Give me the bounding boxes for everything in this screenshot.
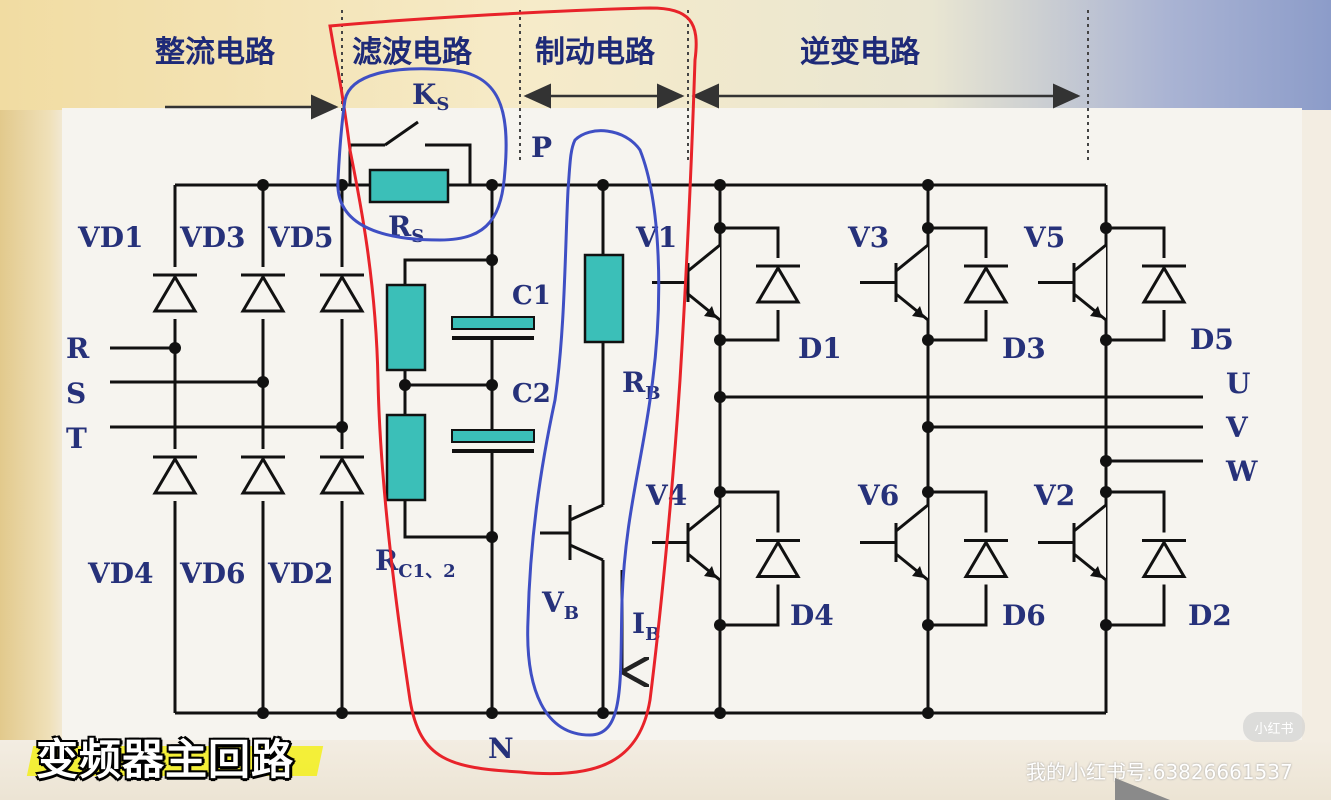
app-logo: 小红书 [1243, 712, 1305, 742]
label-vd5: VD5 [267, 221, 334, 254]
inv-diode-top-1-dot-bottom [922, 334, 934, 346]
igbt-bottom-2-arrow [1090, 566, 1102, 578]
inv-diode-top-2-triangle [1141, 265, 1187, 304]
annotation-red-outline [328, 6, 698, 776]
label-vd3: VD3 [179, 221, 246, 254]
junction-dots [169, 179, 1112, 719]
label-d2: D2 [1188, 599, 1232, 632]
igbt-top-0-collector [687, 243, 721, 273]
label-phase-v: V [1225, 411, 1249, 444]
inv-diode-bottom-1-triangle [963, 539, 1009, 578]
igbt-bottom-0-collector [687, 503, 721, 533]
igbt-bottom-1-collector [895, 503, 929, 533]
inv-diode-top-2-dot-top [1100, 222, 1112, 234]
resistor-rb [583, 253, 625, 344]
label-phase-t: T [66, 422, 87, 455]
inv-diode-bottom-2-dot-bottom [1100, 619, 1112, 631]
igbt-top-1-arrow [912, 306, 924, 318]
igbt-top-1-collector [895, 243, 929, 273]
inv-diode-bottom-1-dot-bottom [922, 619, 934, 631]
inv-diode-bottom-0-triangle [755, 539, 801, 578]
label-v2: V2 [1033, 479, 1075, 512]
inv-diode-bottom-2-triangle [1141, 539, 1187, 578]
rect-diode-bottom-0-triangle [152, 456, 198, 495]
annotation-blue-circle-bypass [336, 67, 508, 242]
label-c2: C2 [512, 379, 551, 409]
label-rc: RC1、2 [375, 544, 456, 582]
label-phase-s: S [66, 377, 86, 410]
label-v4: V4 [645, 479, 687, 512]
inv-diode-bottom-1-dot-top [922, 486, 934, 498]
section-title-inverter: 逆变电路 [800, 35, 921, 70]
inv-diode-top-1-triangle [963, 265, 1009, 304]
inv-diode-bottom-0-dot-bottom [714, 619, 726, 631]
inv-diode-top-0-dot-top [714, 222, 726, 234]
label-vd1: VD1 [77, 221, 144, 254]
annotation-blue-outline-brake [526, 129, 661, 737]
label-v3: V3 [847, 221, 889, 254]
section-arrows [165, 83, 1081, 120]
igbt-top-0-arrow [704, 306, 716, 318]
capacitor-c1-plate-bottom [452, 336, 534, 340]
rect-diode-top-1-triangle [240, 274, 286, 313]
inv-diode-top-0-dot-bottom [714, 334, 726, 346]
section-title-filter: 滤波电路 [352, 35, 473, 70]
components-group [149, 222, 1190, 631]
label-v6: V6 [857, 479, 899, 512]
inv-diode-top-0-triangle [755, 265, 801, 304]
label-p: P [531, 131, 552, 164]
section-separators [341, 10, 1089, 160]
watermark-text: 我的小红书号:63826661537 [1026, 760, 1293, 784]
capacitor-c1-plate-top [451, 316, 535, 330]
rect-diode-top-0-triangle [152, 274, 198, 313]
label-d5: D5 [1190, 323, 1234, 356]
inv-diode-top-1-dot-top [922, 222, 934, 234]
igbt-top-2-collector [1073, 243, 1107, 273]
label-vd6: VD6 [179, 557, 246, 590]
label-ks: KS [412, 78, 449, 115]
label-vd4: VD4 [87, 557, 154, 590]
igbt-bottom-1-arrow [912, 566, 924, 578]
label-phase-w: W [1225, 455, 1258, 488]
inv-diode-bottom-0-dot-top [714, 486, 726, 498]
rect-diode-bottom-1-triangle [240, 456, 286, 495]
label-rb: RB [622, 366, 661, 404]
label-phase-u: U [1226, 367, 1250, 400]
label-rs: RS [388, 210, 424, 247]
rect-diode-bottom-2-triangle [319, 456, 365, 495]
resistor-rc2 [385, 413, 427, 502]
label-d1: D1 [798, 332, 842, 365]
label-n: N [488, 732, 514, 765]
section-title-rectifier: 整流电路 [155, 35, 276, 70]
label-d6: D6 [1002, 599, 1046, 632]
igbt-bottom-2-collector [1073, 503, 1107, 533]
resistor-rc1 [385, 283, 427, 372]
background-left-texture [0, 0, 70, 800]
inv-diode-top-2-dot-bottom [1100, 334, 1112, 346]
rect-diode-top-2-triangle [319, 274, 365, 313]
caption-title: 变频器主回路 [36, 735, 295, 784]
label-d3: D3 [1002, 332, 1046, 365]
resistor-rs [368, 168, 450, 204]
label-vb: VB [541, 586, 579, 624]
igbt-top-2-arrow [1090, 306, 1102, 318]
inv-diode-bottom-2-dot-top [1100, 486, 1112, 498]
label-phase-r: R [66, 332, 90, 365]
section-title-brake: 制动电路 [535, 35, 656, 70]
capacitor-c2-plate-top [451, 429, 535, 443]
label-vd2: VD2 [267, 557, 334, 590]
igbt-bottom-0-arrow [704, 566, 716, 578]
capacitor-c2-plate-bottom [452, 449, 534, 453]
label-c1: C1 [512, 281, 551, 311]
label-v5: V5 [1023, 221, 1065, 254]
label-d4: D4 [790, 599, 834, 632]
